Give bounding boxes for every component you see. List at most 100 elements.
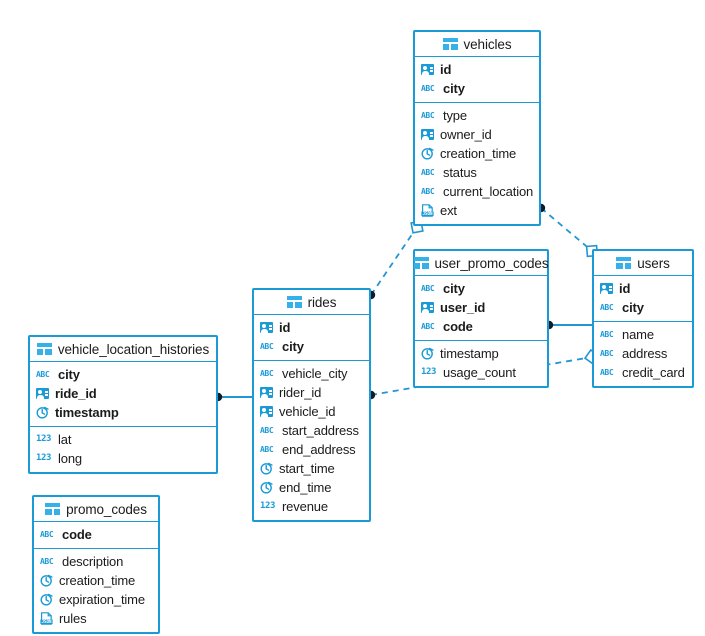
field-row[interactable]: ABC city	[415, 79, 539, 98]
field-name: start_address	[282, 423, 359, 438]
field-name: address	[622, 346, 668, 361]
table-icon	[286, 296, 302, 308]
table-icon	[442, 38, 458, 50]
table-header-vehicle_location_histories[interactable]: vehicle_location_histories	[30, 337, 216, 362]
field-row[interactable]: ABC address	[594, 344, 692, 363]
field-name: type	[443, 108, 467, 123]
123-number-icon: 123	[36, 434, 52, 444]
field-row[interactable]: ABC type	[415, 106, 539, 125]
field-row[interactable]: ABC start_address	[254, 421, 369, 440]
abc-string-icon: ABC	[600, 368, 614, 377]
json-document-icon: JSON	[421, 204, 434, 217]
field-name: timestamp	[55, 405, 119, 420]
field-row[interactable]: expiration_time	[34, 590, 158, 609]
abc-string-icon: ABC	[260, 342, 274, 351]
field-name: city	[58, 367, 80, 382]
field-row[interactable]: creation_time	[415, 144, 539, 163]
field-row[interactable]: end_time	[254, 478, 369, 497]
field-row[interactable]: ride_id	[30, 384, 216, 403]
field-name: current_location	[443, 184, 534, 199]
json-document-icon: JSON	[40, 612, 53, 625]
field-name: code	[62, 527, 92, 542]
field-row[interactable]: start_time	[254, 459, 369, 478]
table-name: rides	[307, 294, 337, 310]
abc-string-icon: ABC	[40, 557, 54, 566]
field-name: code	[443, 319, 473, 334]
relationship-line	[540, 207, 593, 252]
table-name: promo_codes	[66, 501, 147, 517]
field-row[interactable]: timestamp	[30, 403, 216, 422]
field-row[interactable]: owner_id	[415, 125, 539, 144]
key-field-icon	[260, 406, 273, 417]
field-name: usage_count	[443, 365, 516, 380]
abc-string-icon: ABC	[421, 111, 435, 120]
table-header-promo_codes[interactable]: promo_codes	[34, 497, 158, 522]
field-name: long	[58, 451, 82, 466]
abc-string-icon: ABC	[600, 349, 614, 358]
key-field-icon	[421, 129, 434, 140]
key-field-icon	[421, 64, 434, 75]
field-name: user_id	[440, 300, 486, 315]
clock-timestamp-icon	[36, 406, 49, 419]
relationship-rel-upc-users[interactable]	[544, 320, 592, 330]
field-row[interactable]: JSON ext	[415, 201, 539, 220]
field-name: vehicle_id	[279, 404, 336, 419]
field-row[interactable]: rider_id	[254, 383, 369, 402]
field-row[interactable]: id	[415, 60, 539, 79]
clock-timestamp-icon	[40, 574, 53, 587]
abc-string-icon: ABC	[260, 426, 274, 435]
field-name: rules	[59, 611, 87, 626]
table-name: users	[637, 255, 670, 271]
field-row[interactable]: user_id	[415, 298, 547, 317]
table-header-vehicles[interactable]: vehicles	[415, 32, 539, 57]
table-name: vehicle_location_histories	[57, 341, 210, 357]
field-name: id	[440, 62, 452, 77]
table-name: user_promo_codes	[434, 255, 549, 271]
field-row[interactable]: JSON rules	[34, 609, 158, 628]
field-row[interactable]: timestamp	[415, 344, 547, 363]
abc-string-icon: ABC	[421, 84, 435, 93]
field-row[interactable]: id	[254, 318, 369, 337]
field-name: creation_time	[440, 146, 517, 161]
table-header-rides[interactable]: rides	[254, 290, 369, 315]
table-header-users[interactable]: users	[594, 251, 692, 276]
field-name: city	[443, 81, 465, 96]
field-row[interactable]: vehicle_id	[254, 402, 369, 421]
field-name: name	[622, 327, 654, 342]
field-name: ext	[440, 203, 457, 218]
table-header-user_promo_codes[interactable]: user_promo_codes	[413, 251, 549, 276]
relationship-rel-vlh-rides[interactable]	[213, 392, 252, 402]
field-row[interactable]: creation_time	[34, 571, 158, 590]
field-row[interactable]: id	[594, 279, 692, 298]
